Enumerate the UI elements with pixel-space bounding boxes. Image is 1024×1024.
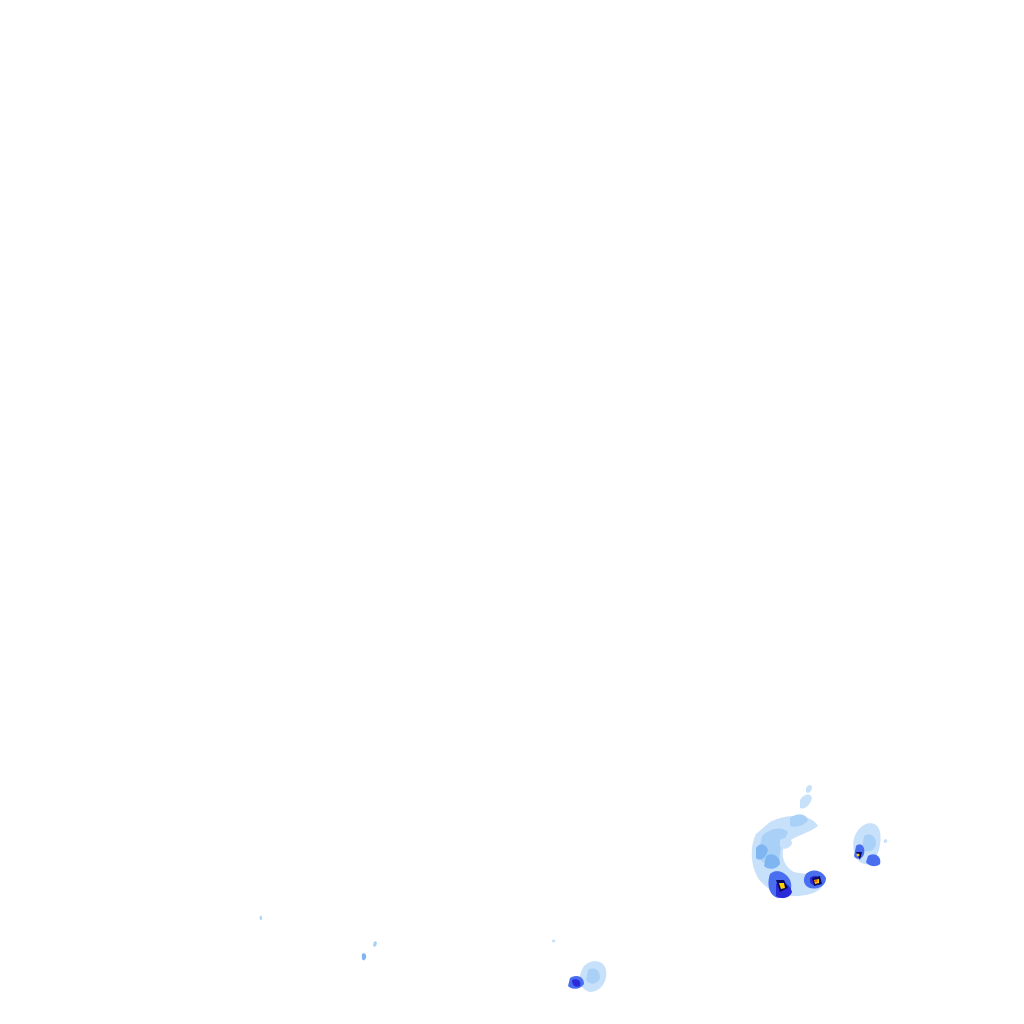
rain-cell-south — [551, 939, 607, 992]
rain-cell-cluster-east — [751, 785, 826, 899]
rain-cell-cluster-far-east — [853, 823, 888, 867]
rain-cell-south-west — [259, 915, 377, 961]
